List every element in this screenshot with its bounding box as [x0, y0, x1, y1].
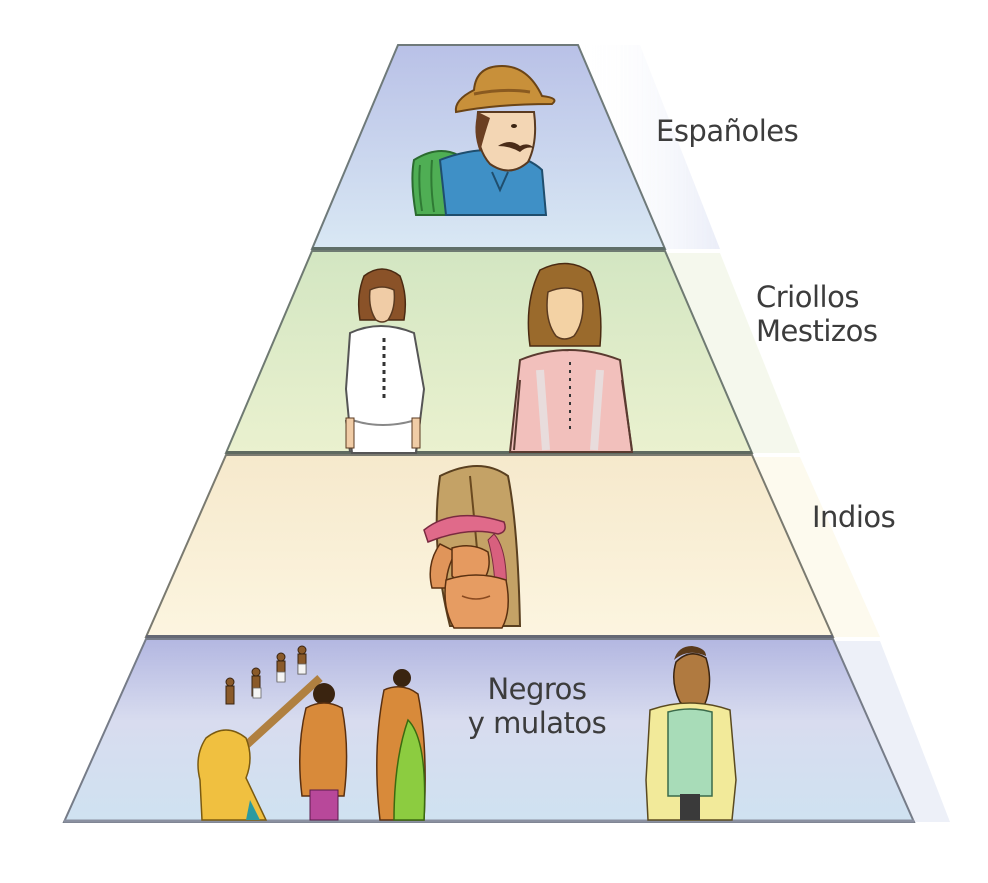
tier-label-negros-mulatos: Negros y mulatos	[462, 672, 612, 740]
label-y-mulatos: y mulatos	[467, 706, 607, 741]
label-negros: Negros	[487, 672, 587, 706]
mulatto-man-illustration	[645, 646, 737, 821]
enslaved-workers-illustration	[197, 645, 426, 821]
tier-criollos-mestizos	[224, 250, 754, 455]
criollo-illustration	[344, 268, 426, 454]
label-espanoles: Españoles	[656, 114, 799, 148]
label-criollos: Criollos	[756, 280, 859, 314]
tier-label-espanoles: Españoles	[656, 114, 799, 148]
tier-label-criollos-mestizos: Criollos Mestizos	[756, 280, 878, 349]
pyramid-right-glow	[578, 45, 950, 822]
indio-illustration	[423, 465, 522, 629]
label-indios: Indios	[812, 500, 896, 534]
mestizo-illustration	[508, 262, 634, 453]
label-mestizos: Mestizos	[756, 314, 878, 349]
spaniard-illustration	[411, 64, 556, 216]
tier-label-indios: Indios	[812, 500, 896, 534]
